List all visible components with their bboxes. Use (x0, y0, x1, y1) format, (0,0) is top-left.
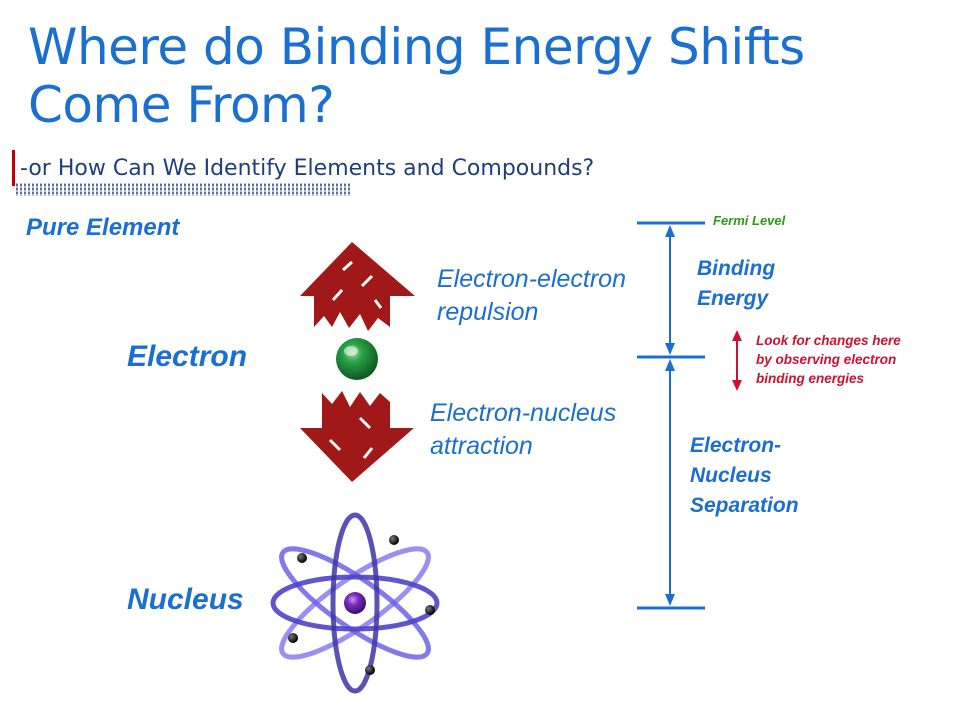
electron-label: Electron (127, 340, 248, 373)
separation-line-3: Separation (690, 494, 799, 517)
arrowhead-icon (665, 225, 675, 237)
orbiting-electron-icon (389, 535, 399, 545)
attraction-label: Electron-nucleus attraction (430, 397, 616, 463)
orbiting-electron-icon (297, 553, 307, 563)
title-line-2: Come From? (28, 76, 335, 134)
arrowhead-icon (665, 359, 675, 371)
title-underline-pattern (16, 183, 350, 196)
look-line-1: Look for changes here (756, 333, 901, 348)
binding-line-2: Energy (697, 287, 769, 310)
slide-subtitle: -or How Can We Identify Elements and Com… (20, 156, 595, 181)
repulsion-label: Electron-electron repulsion (437, 263, 626, 329)
binding-energy-label: Binding Energy (697, 254, 775, 314)
nucleus-icon (344, 592, 366, 614)
repulsion-arrow-crack (331, 260, 383, 309)
separation-line-2: Nucleus (690, 464, 772, 487)
nucleus-label: Nucleus (127, 583, 244, 616)
binding-line-1: Binding (697, 257, 776, 280)
repulsion-line-1: Electron-electron (437, 265, 626, 293)
look-for-changes-note: Look for changes here by observing elect… (756, 331, 901, 388)
separation-label: Electron- Nucleus Separation (690, 431, 799, 521)
electron-icon (336, 338, 378, 380)
orbiting-electron-icon (288, 633, 298, 643)
pure-element-label: Pure Element (26, 214, 180, 241)
atom-icon (270, 512, 440, 694)
orbiting-electron-icon (425, 605, 435, 615)
accent-bar (12, 150, 15, 186)
attraction-line-2: attraction (430, 432, 533, 460)
repulsion-arrow-icon (300, 242, 415, 331)
arrowhead-icon (665, 343, 675, 355)
attraction-arrow-icon (300, 391, 414, 482)
attraction-arrow-crack (328, 416, 374, 459)
separation-line-1: Electron- (690, 434, 782, 457)
repulsion-line-2: repulsion (437, 298, 539, 326)
look-line-3: binding energies (756, 371, 865, 386)
slide-title: Where do Binding Energy Shifts Come From… (28, 18, 805, 134)
attraction-line-1: Electron-nucleus (430, 399, 617, 427)
look-line-2: by observing electron (756, 352, 897, 367)
energy-scale (637, 221, 705, 610)
change-indicator-arrow-icon (732, 330, 742, 391)
orbiting-electron-icon (365, 665, 375, 675)
arrowhead-icon (665, 594, 675, 606)
title-line-1: Where do Binding Energy Shifts (28, 18, 805, 76)
fermi-level-label: Fermi Level (713, 213, 786, 228)
